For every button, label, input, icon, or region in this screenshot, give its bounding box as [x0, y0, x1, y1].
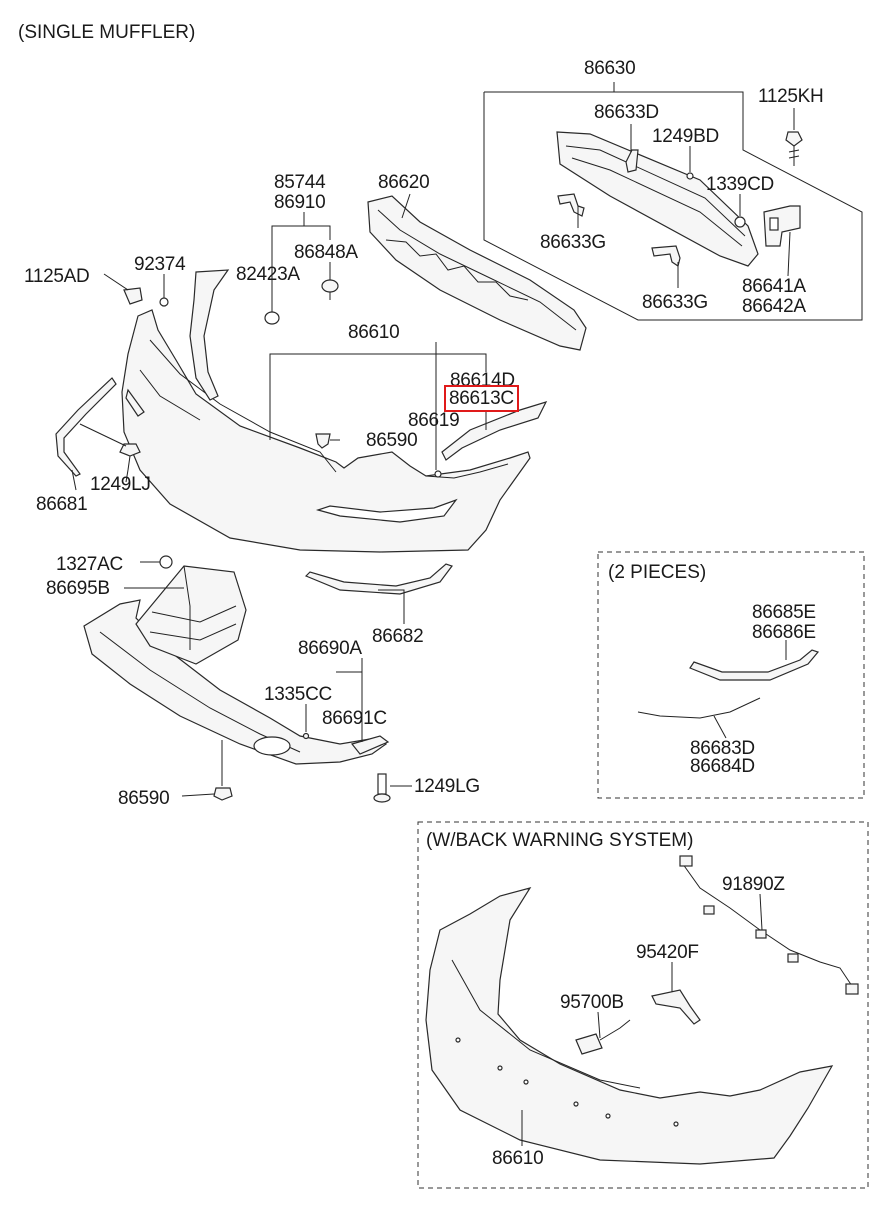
part-label-86620[interactable]: 86620 — [378, 172, 430, 193]
grommet-82423A — [264, 311, 280, 325]
part-label-86686E[interactable]: 86686E — [752, 622, 816, 643]
single-muffler-header: (SINGLE MUFFLER) — [18, 22, 196, 43]
bracket-86641A — [763, 205, 801, 247]
part-label-86682[interactable]: 86682 — [372, 626, 424, 647]
wiring-harness-91890Z — [679, 855, 859, 995]
part-label-95700B[interactable]: 95700B — [560, 992, 624, 1013]
part-label-86610-warning[interactable]: 86610 — [492, 1148, 544, 1169]
part-label-1249LG[interactable]: 1249LG — [414, 776, 480, 797]
part-label-82423A[interactable]: 82423A — [236, 264, 300, 285]
part-label-1125KH[interactable]: 1125KH — [758, 86, 824, 107]
part-label-86630[interactable]: 86630 — [584, 58, 636, 79]
part-label-86633D[interactable]: 86633D — [594, 102, 659, 123]
grommet-86848A — [321, 279, 339, 300]
bolt-1125KH — [785, 131, 803, 166]
clip-92374 — [159, 297, 169, 307]
molding-86682 — [304, 563, 453, 595]
part-label-86614D[interactable]: 86614D — [450, 370, 515, 391]
part-label-86691C[interactable]: 86691C — [322, 708, 387, 729]
part-label-86610[interactable]: 86610 — [348, 322, 400, 343]
part-label-86685E[interactable]: 86685E — [752, 602, 816, 623]
side-bracket-86613C — [441, 401, 548, 461]
clip-86619 — [434, 470, 442, 478]
reflector-86681 — [55, 377, 117, 477]
leader-lines — [71, 82, 795, 1146]
part-label-1335CC[interactable]: 1335CC — [264, 684, 332, 705]
bumper-cover-86610-warning — [425, 887, 834, 1165]
part-label-91890Z[interactable]: 91890Z — [722, 874, 785, 895]
clip-86590-upper — [315, 433, 331, 449]
screw-1249LJ — [119, 443, 141, 471]
part-label-86590-lower[interactable]: 86590 — [118, 788, 170, 809]
part-label-86641A[interactable]: 86641A — [742, 276, 806, 297]
part-label-86910[interactable]: 86910 — [274, 192, 326, 213]
two-pieces-box — [597, 551, 865, 799]
part-label-86590-upper[interactable]: 86590 — [366, 430, 418, 451]
bracket-86691C — [350, 735, 390, 755]
bracket-86633G-a — [557, 193, 585, 217]
part-label-86684D[interactable]: 86684D — [690, 756, 755, 777]
clip-1327AC — [159, 555, 173, 569]
molding-86683D — [637, 697, 761, 719]
part-label-86619[interactable]: 86619 — [408, 410, 460, 431]
part-label-85744[interactable]: 85744 — [274, 172, 326, 193]
two-pieces-header: (2 PIECES) — [608, 562, 707, 583]
sensor-95700B — [575, 1019, 631, 1055]
part-label-86633G-a[interactable]: 86633G — [540, 232, 606, 253]
part-label-86613C-highlighted[interactable]: 86613C — [444, 385, 519, 412]
nut-1339CD — [734, 216, 746, 228]
part-label-1249LJ[interactable]: 1249LJ — [90, 474, 151, 495]
back-warning-header: (W/BACK WARNING SYSTEM) — [426, 830, 694, 851]
part-label-86683D[interactable]: 86683D — [690, 738, 755, 759]
part-label-1327AC[interactable]: 1327AC — [56, 554, 123, 575]
bracket-86633G-b — [651, 245, 681, 267]
energy-absorber-86620 — [367, 195, 587, 351]
part-label-1249BD[interactable]: 1249BD — [652, 126, 719, 147]
screw-1249LG — [373, 773, 391, 803]
fastener-1125AD — [123, 287, 143, 305]
part-label-95420F[interactable]: 95420F — [636, 942, 699, 963]
part-label-1339CD[interactable]: 1339CD — [706, 174, 774, 195]
part-label-86695B[interactable]: 86695B — [46, 578, 110, 599]
part-label-86690A[interactable]: 86690A — [298, 638, 362, 659]
part-label-86681[interactable]: 86681 — [36, 494, 88, 515]
bumper-cover-86610 — [121, 309, 531, 553]
retainer-86614D — [189, 269, 230, 401]
garnish-86685E — [689, 649, 820, 681]
reinforcement-assembly-callout-box — [483, 91, 863, 321]
clip-86590-lower — [213, 787, 233, 801]
undercover-86695B — [135, 565, 247, 665]
part-label-86848A[interactable]: 86848A — [294, 242, 358, 263]
part-label-86633G-b[interactable]: 86633G — [642, 292, 708, 313]
clip-1249BD — [686, 172, 694, 180]
part-label-92374[interactable]: 92374 — [134, 254, 186, 275]
part-label-86642A[interactable]: 86642A — [742, 296, 806, 317]
sensor-bracket-95420F — [651, 989, 701, 1025]
part-label-1125AD[interactable]: 1125AD — [24, 266, 90, 287]
back-warning-box — [417, 821, 869, 1189]
clip-1335CC — [302, 732, 310, 740]
reinforcement-beam-86630 — [556, 131, 759, 267]
